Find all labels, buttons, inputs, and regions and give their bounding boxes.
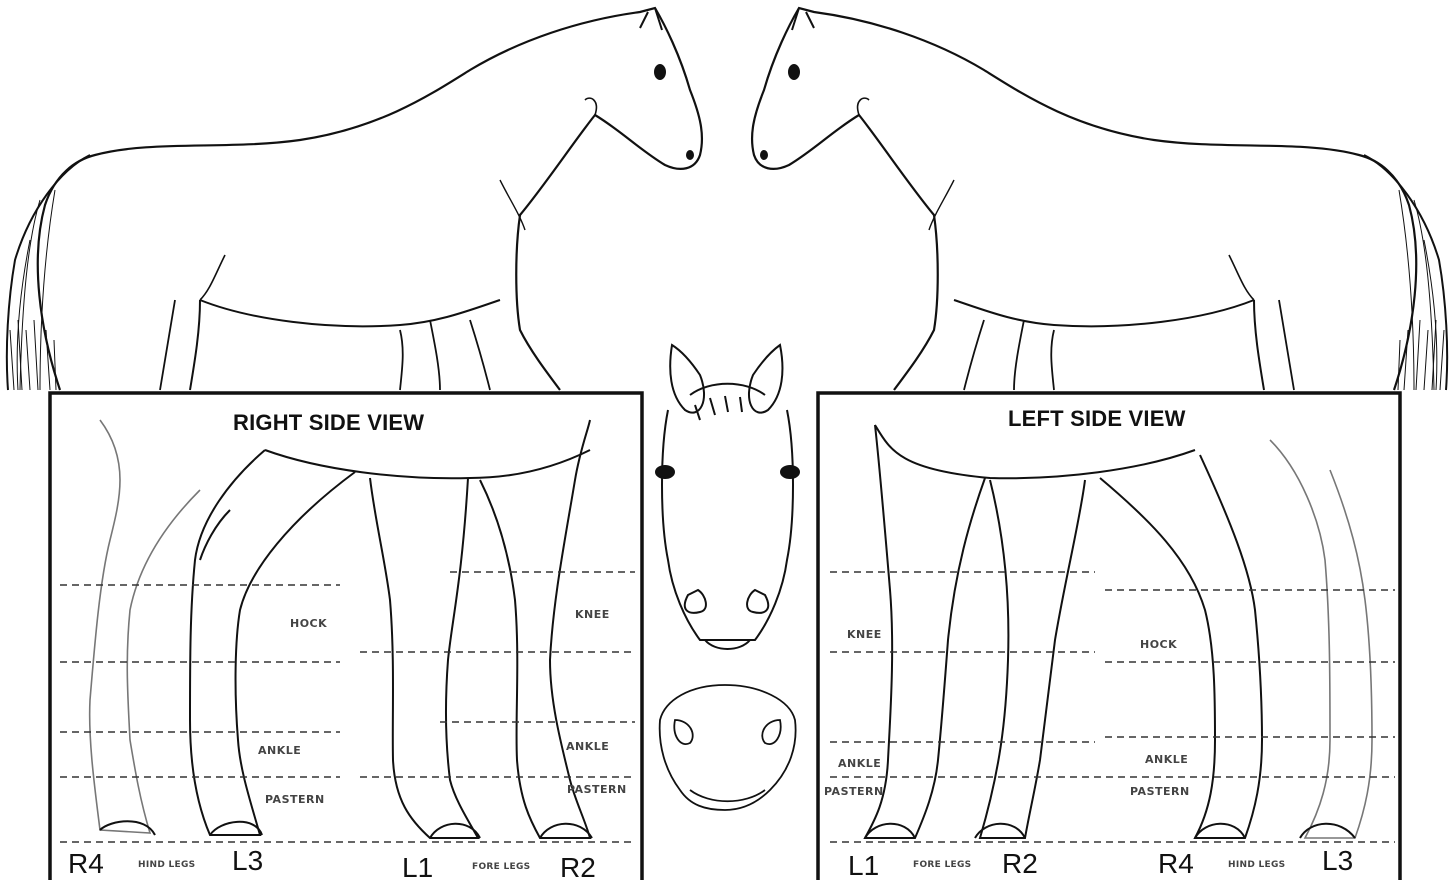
right-hock-label: HOCK xyxy=(290,617,327,630)
left-ankle-fore-label: ANKLE xyxy=(838,757,881,770)
horse-right-facing xyxy=(7,8,702,390)
right-knee-label: KNEE xyxy=(575,608,610,621)
left-panel-title: LEFT SIDE VIEW xyxy=(1008,406,1186,432)
left-hind-legs-label: HIND LEGS xyxy=(1228,860,1285,870)
left-pastern-hind-label: PASTERN xyxy=(1130,785,1190,798)
left-knee-label: KNEE xyxy=(847,628,882,641)
right-l1-label: L1 xyxy=(402,852,433,884)
right-fore-legs-label: FORE LEGS xyxy=(472,862,530,872)
right-r2-label: R2 xyxy=(560,852,596,884)
horse-head-front xyxy=(656,345,799,649)
horse-muzzle-bottom xyxy=(660,685,796,810)
right-pastern-hind-label: PASTERN xyxy=(265,793,325,806)
horse-left-facing xyxy=(752,8,1447,390)
right-ankle-hind-label: ANKLE xyxy=(258,744,301,757)
left-side-view-panel xyxy=(818,393,1400,880)
left-hock-label: HOCK xyxy=(1140,638,1177,651)
left-l1-label: L1 xyxy=(848,850,879,882)
right-r4-label: R4 xyxy=(68,848,104,880)
left-ankle-hind-label: ANKLE xyxy=(1145,753,1188,766)
left-r4-label: R4 xyxy=(1158,848,1194,880)
left-r2-label: R2 xyxy=(1002,848,1038,880)
right-hind-legs-label: HIND LEGS xyxy=(138,860,195,870)
right-panel-title: RIGHT SIDE VIEW xyxy=(233,410,424,436)
left-pastern-fore-label: PASTERN xyxy=(824,785,884,798)
right-ankle-fore-label: ANKLE xyxy=(566,740,609,753)
left-fore-legs-label: FORE LEGS xyxy=(913,860,971,870)
right-pastern-fore-label: PASTERN xyxy=(567,783,627,796)
left-l3-label: L3 xyxy=(1322,845,1353,877)
right-l3-label: L3 xyxy=(232,845,263,877)
